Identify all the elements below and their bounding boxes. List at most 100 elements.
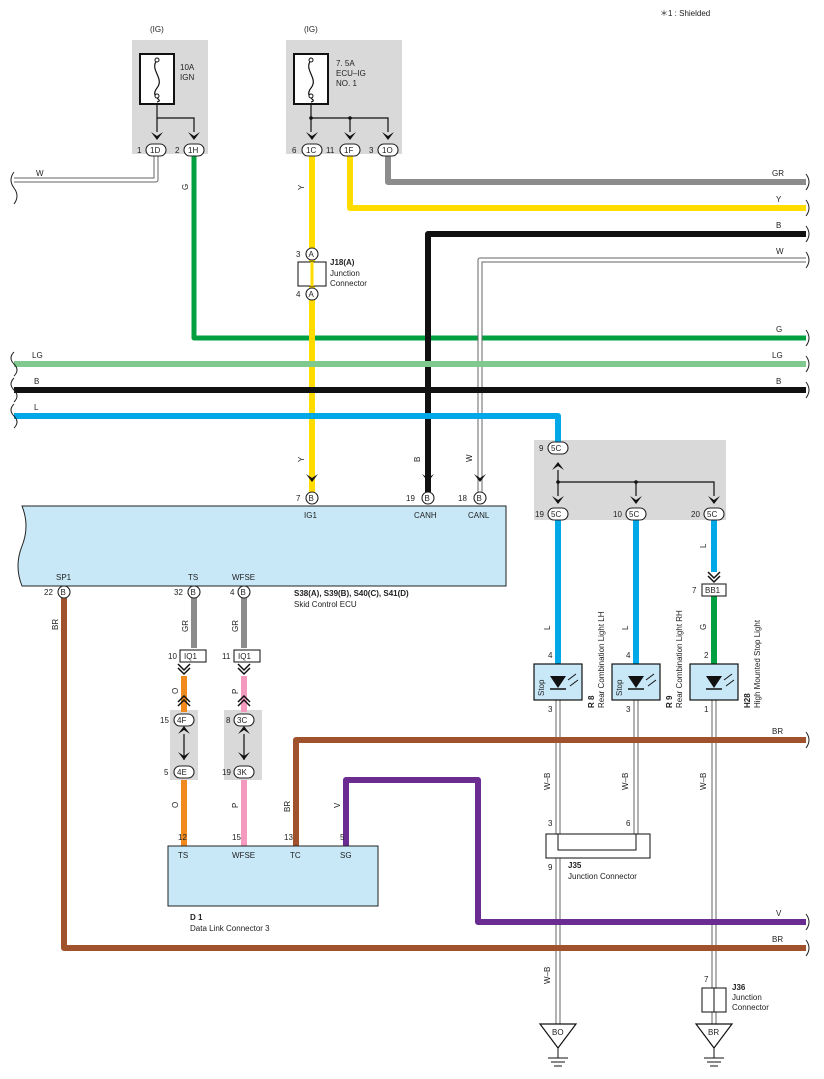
wire-y-1f — [347, 150, 806, 211]
ecu-canh-label: CANH — [414, 511, 437, 520]
pill-3k-label: 3K — [237, 768, 247, 777]
wlbl-v-sg: V — [333, 802, 342, 808]
pill-3c-label: 3C — [237, 716, 247, 725]
ecu-ts-label: TS — [188, 573, 198, 582]
wlbl-br-sp1: BR — [51, 619, 60, 630]
ecu-wfse-label: WFSE — [232, 573, 255, 582]
pin-11-label: 11 — [326, 146, 335, 155]
lamp-h28-id: H28 — [743, 693, 752, 708]
wlbl-gr-right: GR — [772, 169, 784, 178]
lamp-r9-id: R 9 — [665, 695, 674, 708]
pill-5c-c — [703, 507, 725, 521]
wlbl-wb-j35: W–B — [543, 967, 552, 984]
lamp-h28-out: 1 — [704, 705, 709, 714]
ign-rating-label: 10A — [180, 63, 195, 72]
j35-id: J35 — [568, 861, 582, 870]
wlbl-p-bot: P — [231, 803, 240, 808]
lamp-h28-name: High Mounted Stop Light — [753, 619, 762, 708]
wires — [14, 150, 806, 1024]
d1-sg-pin: 5 — [340, 833, 345, 842]
lamp-r8-out: 3 — [548, 705, 553, 714]
lamp-r9-name: Rear Combination Light RH — [675, 610, 684, 708]
wlbl-w-right: W — [776, 247, 784, 256]
ecu-ig1-label: IG1 — [304, 511, 317, 520]
d1-ts-label: TS — [178, 851, 188, 860]
j18-bot-pin — [305, 287, 319, 301]
junction-5c-box — [534, 440, 726, 520]
lamp-h28 — [689, 663, 739, 701]
wire-b-canh — [425, 231, 806, 495]
wlbl-br-right-top: BR — [772, 727, 783, 736]
wlbl-w-left: W — [36, 169, 44, 178]
ground-bo-label: BO — [552, 1028, 564, 1037]
pill-1f — [339, 143, 361, 157]
lamp-r9-stop: Stop — [615, 679, 624, 696]
pill-4f — [173, 713, 195, 727]
lamp-r9 — [611, 663, 661, 701]
ecu-canh-pin — [421, 491, 435, 505]
j35-pin-a: 3 — [548, 819, 553, 828]
pill-1d — [145, 143, 167, 157]
wlbl-lg-left: LG — [32, 351, 43, 360]
pill-5c-top-label: 5C — [551, 444, 561, 453]
ecu-canh-num: 19 — [406, 494, 415, 503]
connector-iq1-b-label: IQ1 — [238, 652, 251, 661]
wlbl-br-right-bot: BR — [772, 935, 783, 944]
wire-gr — [385, 150, 806, 185]
wlbl-y-right: Y — [776, 195, 782, 204]
pill-5c-a-label: 5C — [551, 510, 561, 519]
pill-5c-b — [625, 507, 647, 521]
wlbl-lg-right: LG — [772, 351, 783, 360]
connector-bb1-num: 7 — [692, 586, 697, 595]
ground-br-label: BR — [708, 1028, 719, 1037]
pill-4f-label: 4F — [177, 716, 186, 725]
ecu-wfse-pin-label: B — [241, 588, 246, 597]
lamp-r9-in: 4 — [626, 651, 631, 660]
wlbl-b-right: B — [776, 221, 781, 230]
wire-g — [191, 150, 806, 341]
j35-name: Junction Connector — [568, 872, 637, 881]
pin-5c-a-num: 19 — [535, 510, 544, 519]
ecu-wfse-pin — [237, 585, 251, 599]
pill-5c-c-label: 5C — [707, 510, 717, 519]
d1-wfse-label: WFSE — [232, 851, 255, 860]
pill-3k — [233, 765, 255, 779]
wlbl-l-r9: L — [621, 625, 630, 630]
pill-4e-num: 5 — [164, 768, 169, 777]
ecu-ig1-pin — [305, 491, 319, 505]
wire-br-tc — [293, 737, 806, 846]
ecu-ts-num: 32 — [174, 588, 183, 597]
lamp-r9-out: 3 — [626, 705, 631, 714]
d1-name: Data Link Connector 3 — [190, 924, 270, 933]
d1-wfse-pin: 15 — [232, 833, 241, 842]
wlbl-l-h28: L — [699, 543, 708, 548]
wlbl-p-top: P — [231, 689, 240, 694]
j18-bot-pin-label: A — [309, 290, 315, 299]
pill-3k-num: 19 — [222, 768, 231, 777]
fuse-ecuig — [293, 53, 389, 132]
pin-5c-b-num: 10 — [613, 510, 622, 519]
connector-iq1-a-num: 10 — [168, 652, 177, 661]
d1-id: D 1 — [190, 913, 203, 922]
pin-2-label: 2 — [175, 146, 180, 155]
data-link-connector — [167, 845, 379, 907]
ecu-canl-pin-label: B — [477, 494, 482, 503]
ecuig-name2-label: NO. 1 — [336, 79, 357, 88]
wlbl-o-top: O — [171, 688, 180, 694]
wlbl-y-vert-top: Y — [297, 184, 306, 190]
lamp-h28-in: 2 — [704, 651, 709, 660]
pill-1o — [377, 143, 399, 157]
ground-bo — [538, 1023, 578, 1067]
ecu-wfse-num: 4 — [230, 588, 235, 597]
wlbl-wb-h28: W–B — [699, 773, 708, 790]
pin-1-label: 1 — [137, 146, 142, 155]
connector-bb1-label: BB1 — [705, 586, 721, 595]
ecu-id: S38(A), S39(B), S40(C), S41(D) — [294, 589, 409, 598]
ecuig-rating-label: 7. 5A — [336, 59, 355, 68]
j35-body — [545, 833, 651, 859]
pill-4e-label: 4E — [177, 768, 187, 777]
pill-1c-label: 1C — [306, 146, 316, 155]
wlbl-b-left: B — [34, 377, 39, 386]
chevrons — [177, 571, 721, 707]
